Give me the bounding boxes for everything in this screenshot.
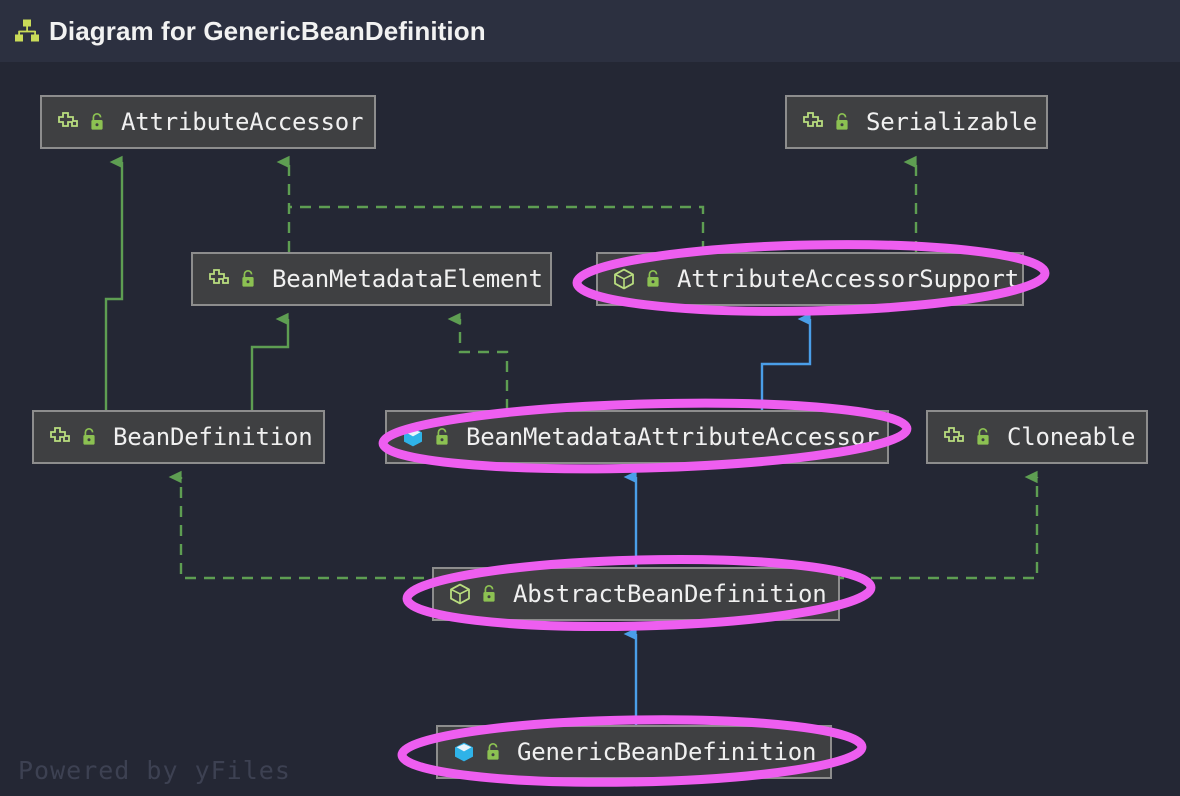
node-label: AbstractBeanDefinition — [513, 580, 827, 608]
node-bean-definition[interactable]: BeanDefinition — [32, 410, 325, 464]
abstract-class-icon — [450, 583, 470, 605]
class-icon — [404, 427, 422, 447]
node-label: Serializable — [866, 108, 1037, 136]
node-cloneable[interactable]: Cloneable — [926, 410, 1148, 464]
node-layer: AttributeAccessor Serializable — [0, 62, 1180, 796]
diagram-canvas[interactable]: AttributeAccessor Serializable — [0, 62, 1180, 796]
lock-icon — [83, 427, 95, 445]
node-label: BeanMetadataAttributeAccessor — [466, 423, 880, 451]
node-bean-metadata-element[interactable]: BeanMetadataElement — [191, 252, 552, 306]
node-generic-bean-definition[interactable]: GenericBeanDefinition — [436, 725, 832, 779]
lock-icon — [91, 112, 103, 130]
interface-icon — [803, 112, 823, 127]
node-label: AttributeAccessorSupport — [677, 265, 1019, 293]
hierarchy-diagram-icon — [15, 19, 39, 42]
node-label: BeanMetadataElement — [272, 265, 543, 293]
interface-icon — [50, 427, 70, 442]
lock-icon — [836, 112, 848, 130]
node-attribute-accessor[interactable]: AttributeAccessor — [40, 95, 376, 149]
lock-icon — [483, 584, 495, 602]
lock-icon — [977, 427, 989, 445]
class-icon — [455, 742, 473, 762]
interface-icon — [58, 112, 78, 127]
node-label: Cloneable — [1007, 423, 1136, 451]
yfiles-watermark: Powered by yFiles — [18, 756, 291, 785]
lock-icon — [436, 427, 448, 445]
abstract-class-icon — [614, 268, 634, 290]
lock-icon — [647, 269, 659, 287]
page-title: Diagram for GenericBeanDefinition — [49, 15, 486, 46]
interface-icon — [209, 269, 229, 284]
diagram-title-bar: Diagram for GenericBeanDefinition — [0, 0, 1180, 62]
node-label: GenericBeanDefinition — [517, 738, 817, 766]
lock-icon — [487, 742, 499, 760]
interface-icon — [944, 427, 964, 442]
node-serializable[interactable]: Serializable — [785, 95, 1048, 149]
node-bean-metadata-attribute-accessor[interactable]: BeanMetadataAttributeAccessor — [385, 410, 889, 464]
node-label: AttributeAccessor — [121, 108, 364, 136]
node-label: BeanDefinition — [113, 423, 313, 451]
node-attribute-accessor-support[interactable]: AttributeAccessorSupport — [596, 252, 1024, 306]
lock-icon — [242, 269, 254, 287]
node-abstract-bean-definition[interactable]: AbstractBeanDefinition — [432, 567, 840, 621]
